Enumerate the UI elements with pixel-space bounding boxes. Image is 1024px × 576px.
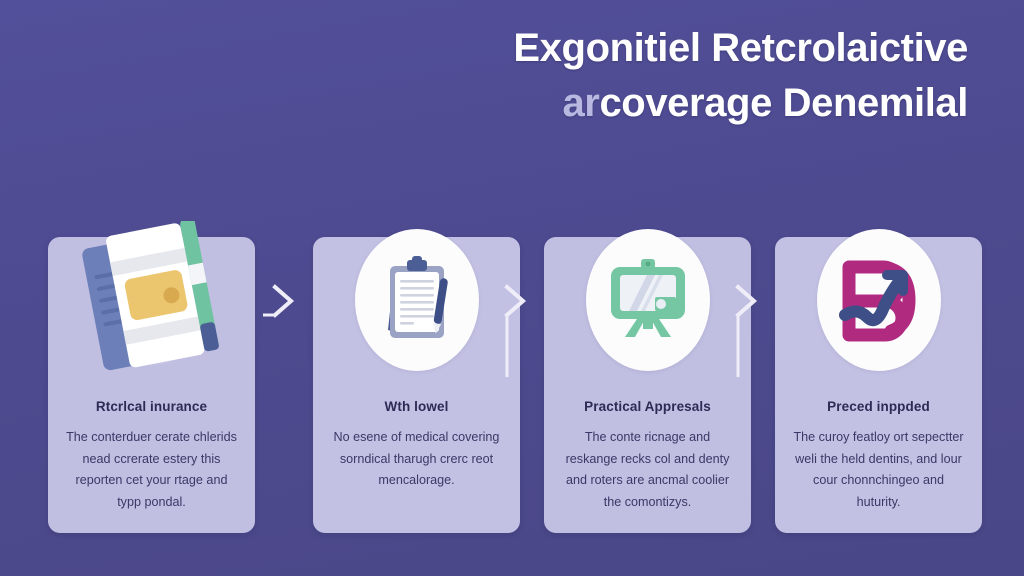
- step-card-2-body: No esene of medical covering sorndical t…: [333, 430, 500, 488]
- step-card-1-heading: Rtcrlcal inurance: [95, 399, 208, 414]
- step-icon-3-disc: [585, 229, 710, 371]
- step-card-1-body: The conterduer cerate chlerids nead ccre…: [66, 430, 237, 509]
- step-card-3-heading: Practical Appresals: [584, 399, 711, 414]
- step-icon-2-disc: [354, 229, 479, 371]
- title-line-2-rest: coverage Denemilal: [599, 80, 968, 125]
- step-icon-1-disc: [64, 220, 240, 380]
- step-icon-4-zone: [775, 215, 982, 385]
- clipboard-pen-icon: [387, 256, 448, 338]
- chevron-right-icon-2: [495, 277, 537, 377]
- page-title: Exgonitiel Retcrolaictive arcoverage Den…: [0, 22, 996, 130]
- step-flow: Rtcrlcal inurance The conterduer cerate …: [48, 221, 982, 533]
- step-icon-2-zone: [313, 215, 520, 385]
- title-line-1: Exgonitiel Retcrolaictive: [513, 26, 968, 70]
- step-card-3[interactable]: Practical Appresals The conte ricnage an…: [544, 229, 751, 533]
- step-icon-1-zone: [48, 215, 255, 385]
- chart-growth-badge-icon: [838, 260, 916, 342]
- step-card-3-body: The conte ricnage and reskange recks col…: [565, 430, 730, 509]
- chevron-right-icon-1: [263, 277, 305, 325]
- step-card-2[interactable]: Wth lowel No esene of medical covering s…: [313, 229, 520, 533]
- step-icon-4-disc: [816, 229, 941, 371]
- step-card-4-body: The curoy featloy ort sepectter weli the…: [793, 430, 964, 509]
- step-icon-3-zone: [544, 215, 751, 385]
- title-accent-text: ar: [562, 80, 600, 125]
- chevron-right-icon-3: [726, 277, 768, 377]
- step-card-2-heading: Wth lowel: [384, 399, 449, 414]
- step-card-1[interactable]: Rtcrlcal inurance The conterduer cerate …: [48, 221, 255, 533]
- insurance-card-document-icon: [81, 221, 219, 371]
- step-card-4-heading: Preced inppded: [827, 399, 930, 414]
- title-line-2: arcoverage Denemilal: [0, 77, 968, 130]
- step-card-4[interactable]: Preced inppded The curoy featloy ort sep…: [775, 229, 982, 533]
- monitor-screen-icon: [610, 259, 685, 337]
